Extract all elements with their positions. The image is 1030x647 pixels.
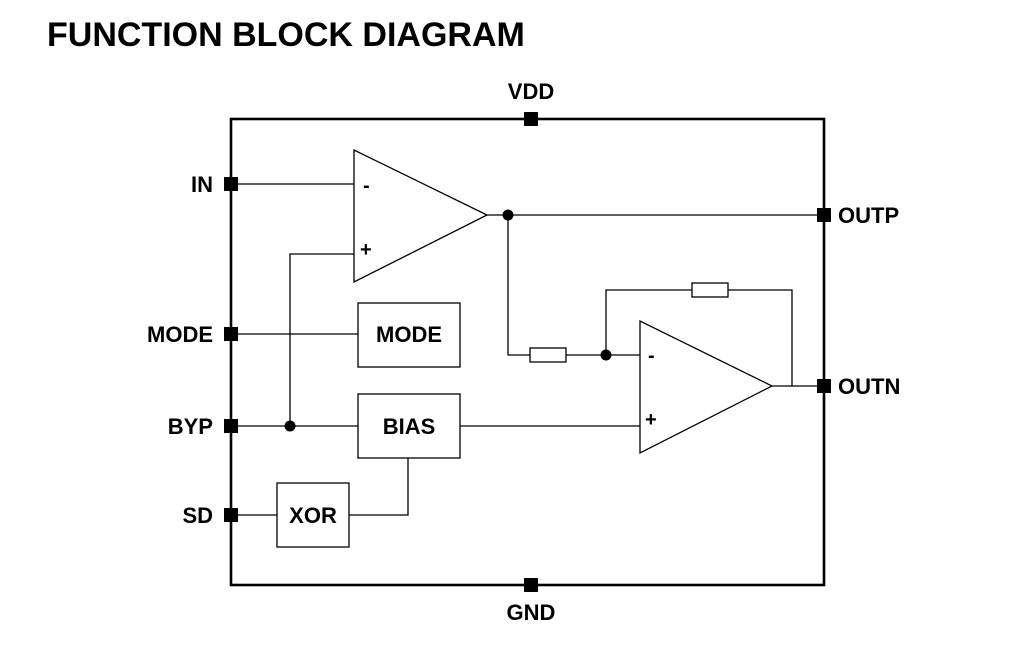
bias-block-label: BIAS — [383, 414, 436, 439]
amplifier-1-plus: + — [360, 239, 372, 261]
pin-gnd — [524, 578, 538, 592]
amplifier-1-triangle — [353, 148, 489, 284]
pin-mode — [224, 327, 238, 341]
pin-label-gnd: GND — [507, 600, 556, 625]
mode-block-label: MODE — [376, 322, 442, 347]
mode-block-box — [357, 302, 461, 368]
amplifier-2: - + — [639, 319, 774, 455]
wires — [231, 183, 824, 516]
pin-byp — [224, 419, 238, 433]
wire-feedback-right — [728, 289, 793, 386]
pin-label-byp: BYP — [168, 414, 213, 439]
junction-byp — [284, 420, 296, 432]
pin-label-vdd: VDD — [508, 79, 554, 104]
amplifier-2-minus: - — [648, 345, 655, 367]
junction-amp2-minus — [600, 349, 612, 361]
bias-block-box — [357, 393, 461, 459]
pin-label-outn: OUTN — [838, 374, 900, 399]
amplifier-2-triangle — [639, 319, 774, 455]
pin-in — [224, 177, 238, 191]
resistor-feedback — [691, 282, 729, 298]
amplifier-2-plus: + — [645, 409, 657, 431]
pin-sd — [224, 508, 238, 522]
mode-block: MODE — [357, 302, 461, 368]
amplifier-1: - + — [353, 148, 489, 284]
junction-amp1-out — [502, 209, 514, 221]
xor-block-label: XOR — [289, 503, 337, 528]
pin-label-mode: MODE — [147, 322, 213, 347]
wire-xor-to-bias — [349, 458, 409, 516]
bias-block: BIAS — [357, 393, 461, 459]
pin-outp — [817, 208, 831, 222]
wire-byp-to-amp1-plus — [289, 253, 354, 426]
diagram-title: FUNCTION BLOCK DIAGRAM — [47, 16, 525, 54]
resistor-input — [529, 347, 567, 363]
pin-outn — [817, 379, 831, 393]
pin-label-in: IN — [191, 172, 213, 197]
pin-label-outp: OUTP — [838, 203, 899, 228]
amplifier-1-minus: - — [363, 175, 370, 197]
xor-block-box — [276, 482, 350, 548]
wire-feedback-left — [605, 289, 692, 355]
wire-amp1-to-resistor — [507, 215, 530, 356]
xor-block: XOR — [276, 482, 350, 548]
pin-vdd — [524, 112, 538, 126]
pin-label-sd: SD — [182, 503, 213, 528]
